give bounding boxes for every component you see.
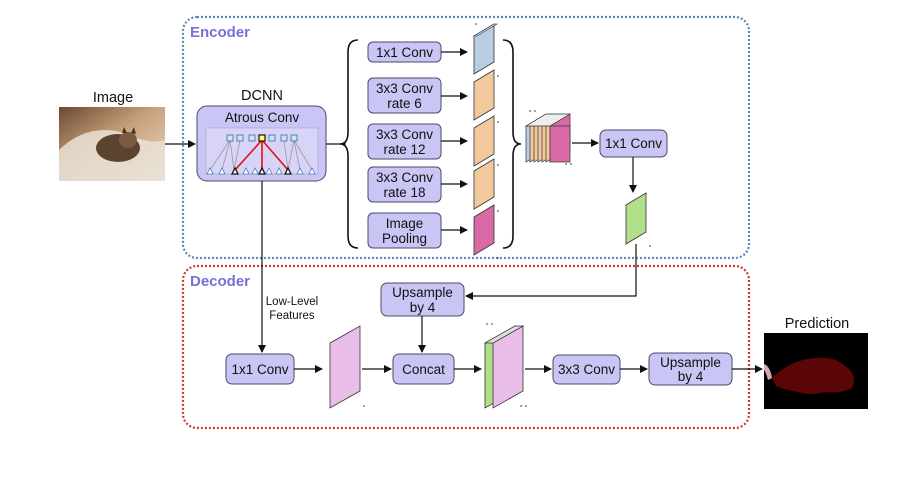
aspp-concat-stack — [524, 110, 572, 165]
encoder-to-upsample-arrow — [465, 244, 637, 300]
decoder-1x1-conv-label: 1x1 Conv — [231, 362, 288, 377]
lowlevel-feature-map — [329, 325, 365, 409]
decoder-1x1-conv: 1x1 Conv — [225, 353, 295, 385]
concat-block: Concat — [392, 353, 455, 385]
upsample-1: Upsample by 4 — [380, 282, 465, 317]
encoder-output-feature — [625, 192, 651, 247]
aspp-branch-rate18: 3x3 Conv rate 18 — [367, 166, 442, 203]
feature-map-rate18 — [473, 158, 495, 210]
encoder-panel — [181, 15, 751, 260]
encoder-title: Encoder — [190, 24, 250, 41]
aspp-branch-pooling: Image Pooling — [367, 212, 442, 249]
decoder-3x3-conv: 3x3 Conv — [552, 354, 621, 385]
aspp-branch-pooling-line1: Image — [386, 216, 424, 231]
feature-map-pooling — [473, 204, 495, 256]
branch-dots — [475, 23, 499, 259]
upsample-2: Upsample by 4 — [648, 352, 733, 386]
aspp-left-brace — [339, 39, 359, 249]
aspp-branch-1x1: 1x1 Conv — [367, 41, 442, 63]
decoder-3x3-conv-label: 3x3 Conv — [558, 362, 615, 377]
aspp-branch-rate18-line1: 3x3 Conv — [376, 170, 433, 185]
aspp-branch-rate6-line2: rate 6 — [387, 96, 422, 111]
aspp-branch-rate12: 3x3 Conv rate 12 — [367, 123, 442, 160]
aspp-branch-rate6-line1: 3x3 Conv — [376, 81, 433, 96]
segmentation-mask-icon — [764, 333, 868, 409]
upsample-2-line1: Upsample — [660, 355, 721, 370]
decoder-panel — [181, 264, 751, 430]
atrous-conv-icon — [205, 127, 319, 175]
decoder-title: Decoder — [190, 273, 250, 290]
feature-map-rate12 — [473, 115, 495, 167]
prediction-label: Prediction — [785, 316, 849, 332]
aspp-branch-rate18-line2: rate 18 — [383, 185, 425, 200]
decoder-concat-stack — [483, 323, 527, 409]
aspp-branch-rate6: 3x3 Conv rate 6 — [367, 77, 442, 114]
dcnn-label: DCNN — [241, 88, 283, 104]
aspp-branch-rate12-line2: rate 12 — [383, 142, 425, 157]
feature-map-1x1 — [472, 23, 499, 75]
aspp-right-brace — [502, 39, 522, 249]
input-image-label: Image — [93, 90, 133, 106]
upsample-2-line2: by 4 — [678, 369, 704, 384]
aspp-branch-rate12-line1: 3x3 Conv — [376, 127, 433, 142]
cat-photo-icon — [59, 107, 165, 181]
aspp-branch-1x1-label: 1x1 Conv — [376, 45, 433, 60]
aspp-branch-pooling-line2: Pooling — [382, 231, 427, 246]
encoder-output-conv-label: 1x1 Conv — [605, 136, 662, 151]
upsample-1-line2: by 4 — [410, 300, 436, 315]
lowlevel-label-line1: Low-Level — [266, 296, 318, 308]
upsample-1-line1: Upsample — [392, 285, 453, 300]
lowlevel-label-line2: Features — [269, 310, 315, 322]
concat-label: Concat — [402, 362, 445, 377]
atrous-conv-label: Atrous Conv — [225, 110, 300, 125]
feature-map-rate6 — [473, 69, 495, 121]
encoder-output-conv: 1x1 Conv — [599, 129, 668, 158]
